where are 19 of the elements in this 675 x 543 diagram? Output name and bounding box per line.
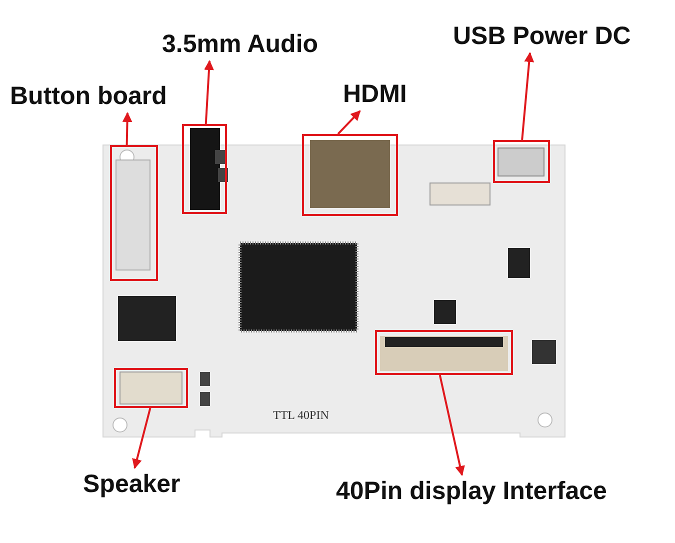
callout-label: 40Pin display Interface bbox=[336, 477, 636, 507]
arrow bbox=[521, 52, 534, 140]
callout-label: USB Power DC bbox=[453, 22, 643, 52]
highlight-frame bbox=[110, 145, 158, 281]
highlight-frame bbox=[493, 140, 550, 183]
arrow bbox=[132, 408, 152, 469]
callout-label: Button board bbox=[10, 82, 188, 112]
arrow bbox=[122, 112, 132, 146]
highlight-frame bbox=[302, 134, 398, 216]
board-marking: TTL 40PIN bbox=[273, 408, 329, 423]
arrow bbox=[337, 110, 361, 135]
highlight-frame bbox=[375, 330, 513, 375]
callout-label: Speaker bbox=[83, 470, 193, 500]
arrow bbox=[204, 60, 214, 124]
arrow bbox=[438, 374, 465, 476]
highlight-frame bbox=[114, 368, 188, 408]
highlight-frame bbox=[182, 124, 227, 214]
callout-label: 3.5mm Audio bbox=[162, 30, 338, 60]
callout-label: HDMI bbox=[343, 80, 417, 110]
